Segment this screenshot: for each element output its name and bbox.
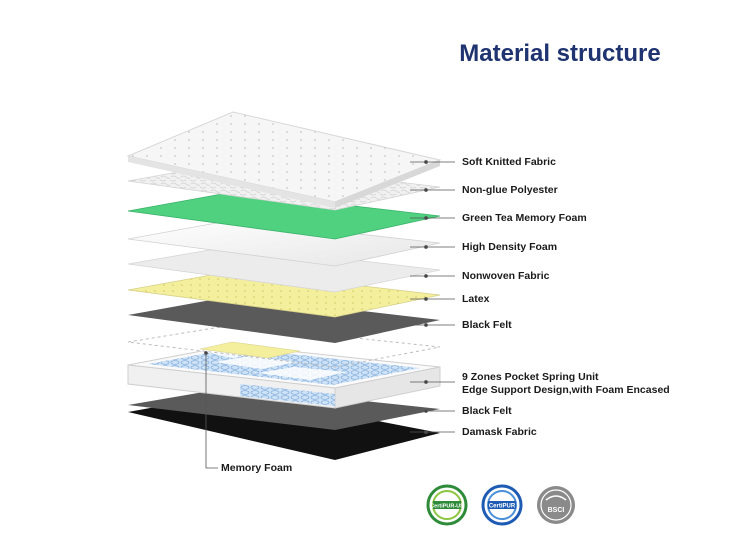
memory-foam-insert bbox=[199, 341, 301, 359]
label-latex: Latex bbox=[462, 293, 490, 305]
label-edge-support: Edge Support Design,with Foam Encased bbox=[462, 384, 670, 396]
certipur-us-badge-icon bbox=[426, 484, 468, 526]
leader-lines bbox=[204, 160, 455, 469]
latex-layer bbox=[127, 270, 441, 318]
label-damask-fabric: Damask Fabric bbox=[462, 426, 537, 438]
label-memory-foam: Memory Foam bbox=[221, 462, 293, 474]
soft-knitted-fabric-layer bbox=[126, 111, 442, 208]
certipur-badge-text: CertiPUR bbox=[489, 504, 516, 510]
bsci-badge-icon bbox=[537, 486, 575, 524]
certipur-us-badge-text: CertiPUR-US bbox=[430, 504, 464, 510]
page-title: Material structure bbox=[459, 40, 661, 67]
label-green-tea-memory-foam: Green Tea Memory Foam bbox=[462, 212, 587, 224]
label-nonwoven-fabric: Nonwoven Fabric bbox=[462, 270, 550, 282]
green-tea-memory-foam-layer bbox=[127, 191, 441, 240]
label-soft-knitted-fabric: Soft Knitted Fabric bbox=[462, 156, 556, 168]
label-black-felt-top: Black Felt bbox=[462, 319, 512, 331]
label-non-glue-polyester: Non-glue Polyester bbox=[462, 184, 558, 196]
memory-foam-outline bbox=[127, 324, 441, 368]
nonwoven-fabric-layer bbox=[127, 245, 441, 293]
label-black-felt-bottom: Black Felt bbox=[462, 405, 512, 417]
black-felt-top-layer bbox=[128, 296, 440, 343]
bsci-badge-text: BSCI bbox=[548, 507, 565, 514]
label-pocket-spring-unit: 9 Zones Pocket Spring Unit bbox=[462, 371, 599, 383]
label-high-density-foam: High Density Foam bbox=[462, 241, 558, 253]
high-density-foam-layer bbox=[127, 219, 441, 267]
certipur-badge-icon bbox=[481, 484, 523, 526]
